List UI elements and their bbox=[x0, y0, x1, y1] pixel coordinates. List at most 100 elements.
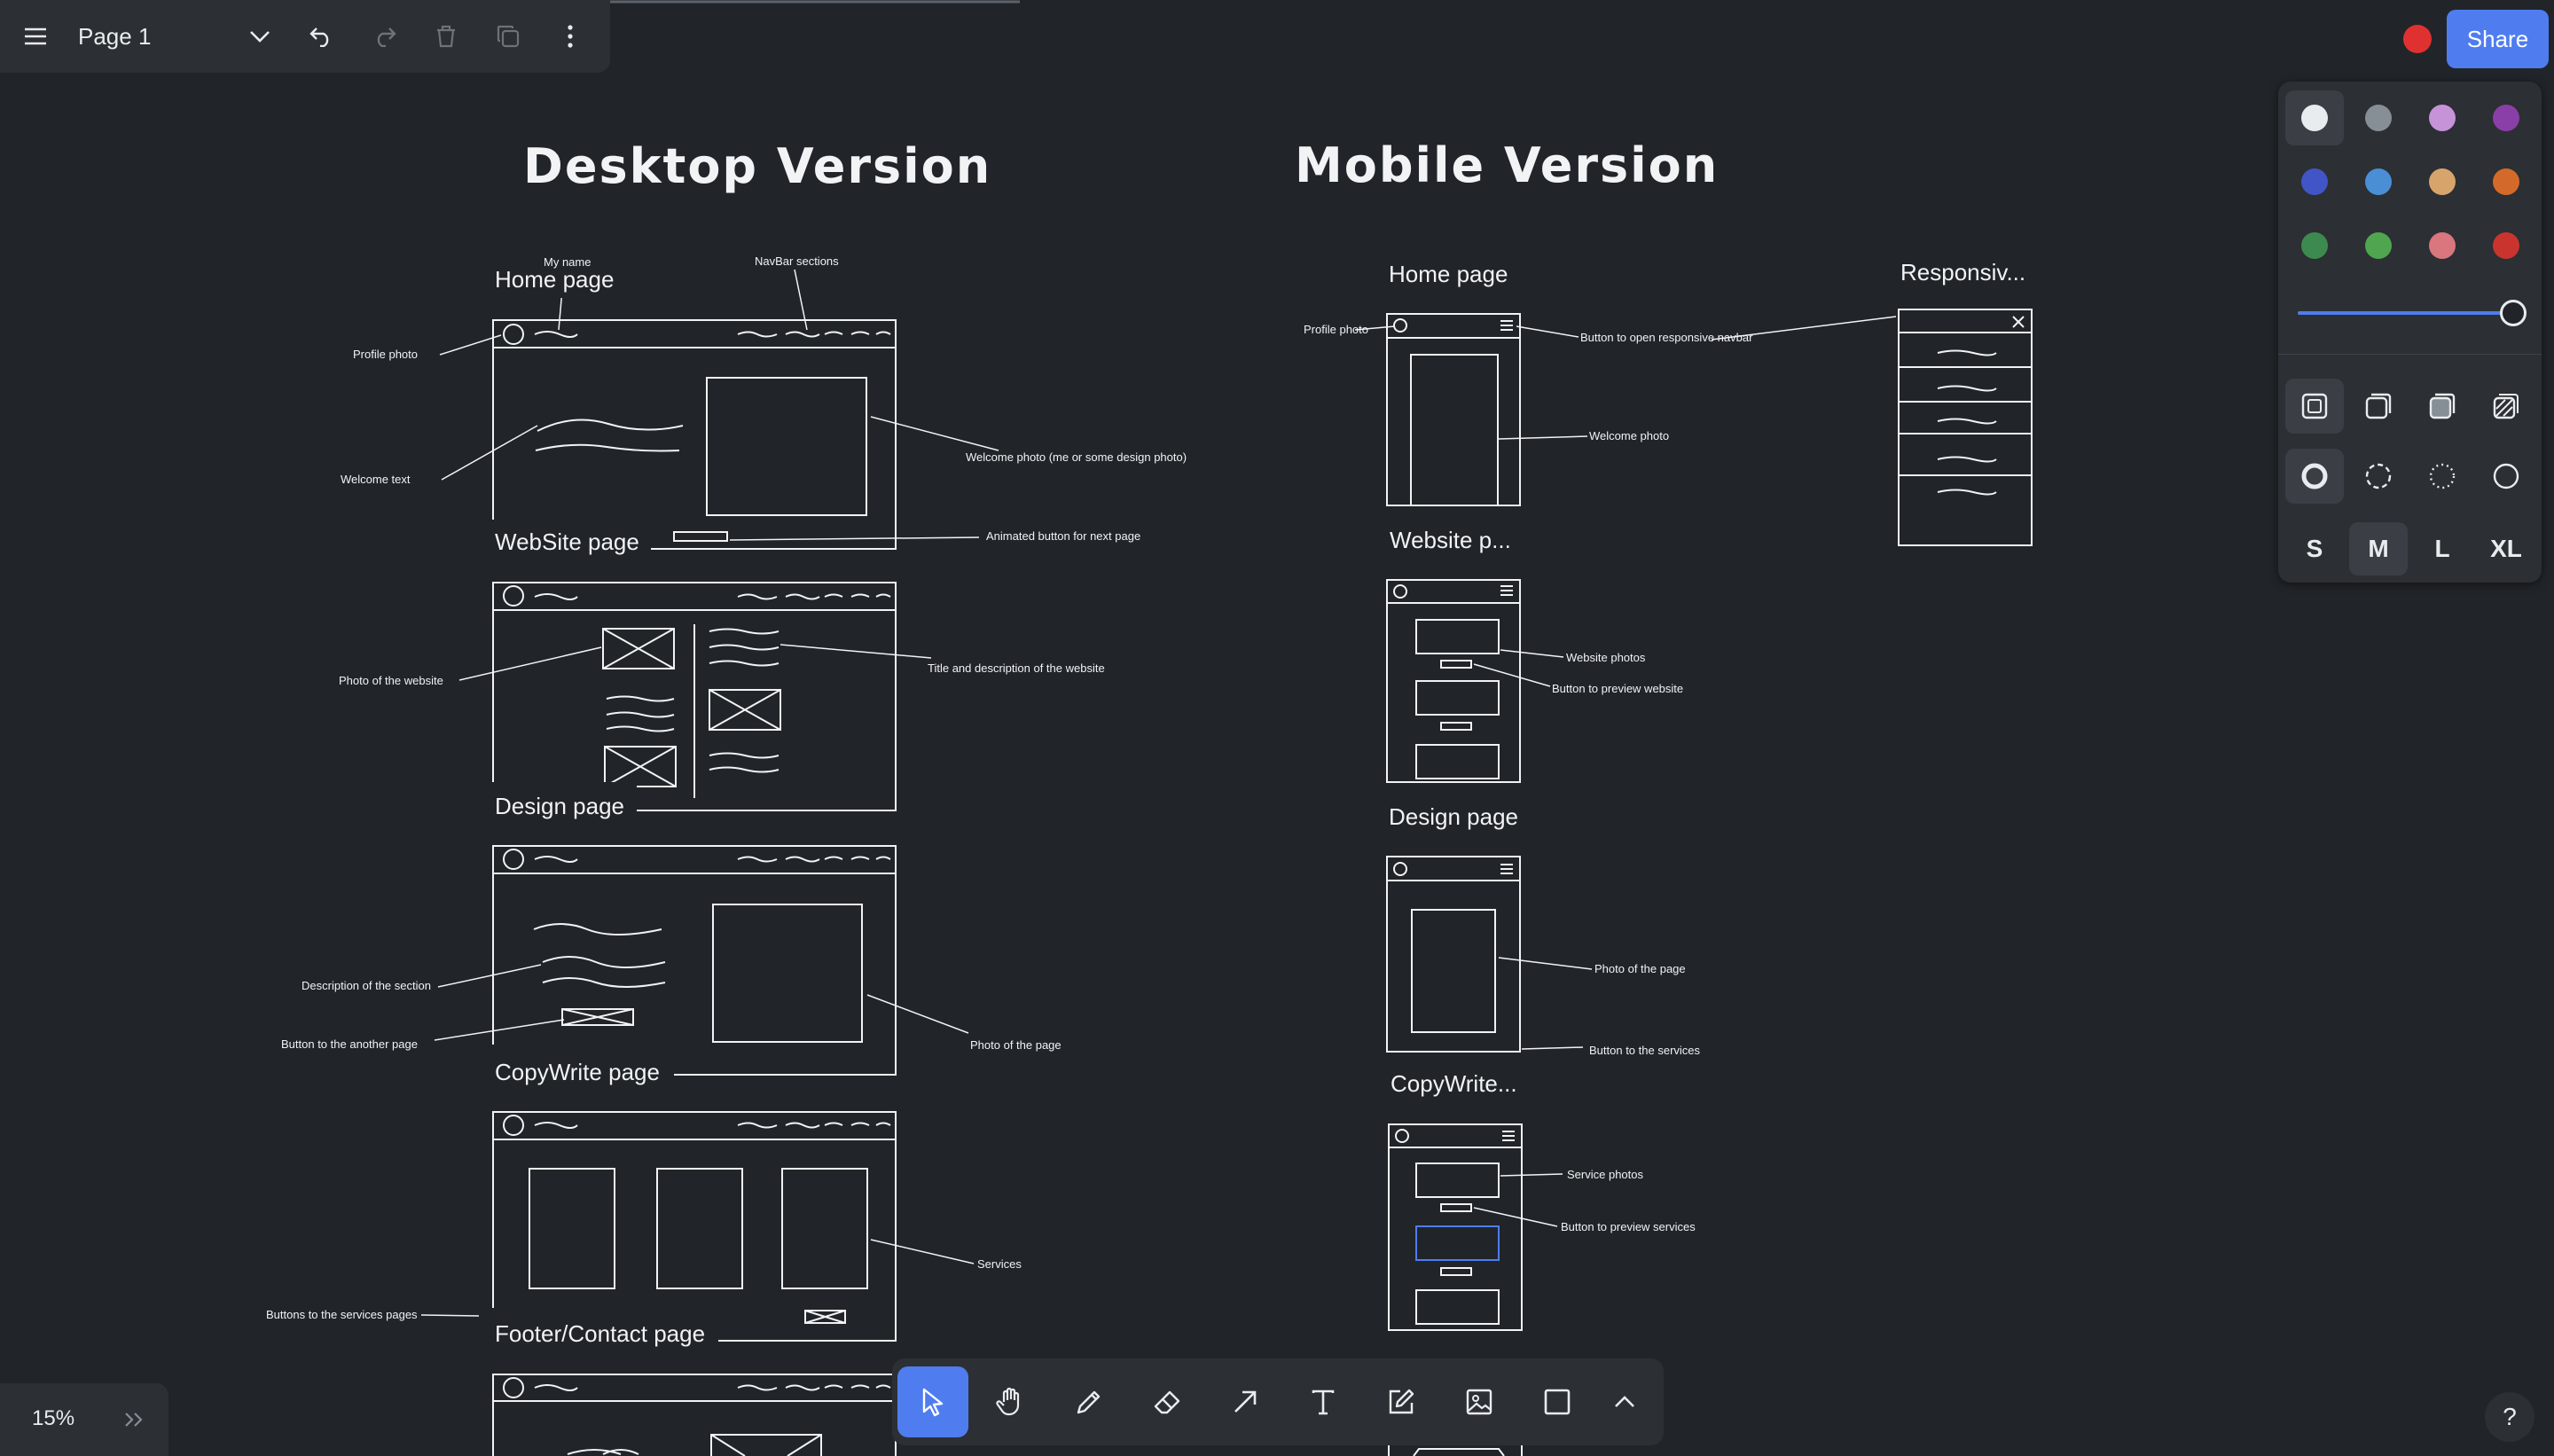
desktop-footer-frame[interactable] bbox=[492, 1374, 897, 1456]
dash-draw-icon bbox=[2301, 463, 2328, 489]
desktop-annotations: My name NavBar sections Profile photo We… bbox=[266, 254, 1187, 1321]
color-swatch-9[interactable] bbox=[2285, 218, 2344, 273]
size-s-button[interactable]: S bbox=[2306, 535, 2323, 562]
redo-button[interactable] bbox=[353, 0, 415, 73]
help-button[interactable]: ? bbox=[2485, 1392, 2534, 1442]
rectangle-icon bbox=[1544, 1389, 1571, 1415]
caption-mobile-copywrite: CopyWrite... bbox=[1391, 1070, 1517, 1097]
ann-description-section: Description of the section bbox=[302, 979, 431, 992]
note-tool-button[interactable] bbox=[1366, 1366, 1437, 1437]
color-dot bbox=[2493, 105, 2519, 131]
eraser-icon bbox=[1154, 1390, 1180, 1414]
size-xl-button[interactable]: XL bbox=[2490, 535, 2522, 562]
size-m-button[interactable]: M bbox=[2349, 522, 2408, 575]
caption-desktop-home: Home page bbox=[495, 266, 614, 293]
opacity-slider-thumb[interactable] bbox=[2500, 300, 2527, 326]
recording-indicator[interactable] bbox=[2403, 25, 2432, 53]
mobile-responsive-navbar-frame[interactable] bbox=[1898, 309, 2033, 546]
mobile-website-frame[interactable] bbox=[1386, 579, 1521, 783]
color-swatch-8[interactable] bbox=[2477, 154, 2535, 209]
main-menu-button[interactable] bbox=[0, 0, 71, 73]
draw-tool-button[interactable] bbox=[1054, 1366, 1124, 1437]
ann-my-name: My name bbox=[544, 255, 591, 269]
dash-solid-button[interactable] bbox=[2477, 449, 2535, 504]
main-toolbar bbox=[892, 1358, 1664, 1445]
eraser-tool-button[interactable] bbox=[1132, 1366, 1203, 1437]
image-icon bbox=[1466, 1389, 1492, 1415]
color-swatch-11[interactable] bbox=[2413, 218, 2472, 273]
fill-solid-button[interactable] bbox=[2413, 379, 2472, 434]
caption-mobile-design: Design page bbox=[1389, 803, 1518, 830]
desktop-website-frame[interactable] bbox=[492, 582, 897, 811]
dash-dashed-button[interactable] bbox=[2349, 449, 2408, 504]
fill-semi-icon bbox=[2365, 393, 2392, 419]
delete-button[interactable] bbox=[415, 0, 477, 73]
mobile-design-frame[interactable] bbox=[1386, 856, 1521, 1053]
page-name[interactable]: Page 1 bbox=[78, 22, 152, 50]
desktop-home-frame[interactable] bbox=[492, 319, 897, 550]
undo-button[interactable] bbox=[291, 0, 353, 73]
undo-icon bbox=[309, 27, 329, 47]
duplicate-button[interactable] bbox=[477, 0, 539, 73]
rectangle-tool-button[interactable] bbox=[1522, 1366, 1593, 1437]
opacity-slider-track bbox=[2298, 311, 2519, 315]
text-tool-button[interactable] bbox=[1288, 1366, 1359, 1437]
share-button[interactable]: Share bbox=[2447, 10, 2549, 68]
hand-tool-button[interactable] bbox=[975, 1366, 1046, 1437]
color-swatch-5[interactable] bbox=[2285, 154, 2344, 209]
color-swatch-7[interactable] bbox=[2413, 154, 2472, 209]
opacity-slider[interactable] bbox=[2298, 300, 2527, 326]
fill-solid-icon bbox=[2429, 393, 2456, 419]
more-options-button[interactable] bbox=[539, 0, 601, 73]
color-dot bbox=[2365, 105, 2392, 131]
fill-none-button[interactable] bbox=[2285, 379, 2344, 434]
ann-mobile-service-photos: Service photos bbox=[1567, 1168, 1643, 1181]
mobile-home-frame[interactable] bbox=[1386, 313, 1521, 506]
color-swatch-10[interactable] bbox=[2349, 218, 2408, 273]
ann-welcome-text: Welcome text bbox=[341, 473, 411, 486]
desktop-copywrite-frame[interactable] bbox=[492, 1111, 897, 1342]
redo-icon bbox=[377, 27, 396, 47]
color-swatch-6[interactable] bbox=[2349, 154, 2408, 209]
image-tool-button[interactable] bbox=[1444, 1366, 1515, 1437]
desktop-captions: Home page WebSite page Design page CopyW… bbox=[486, 257, 718, 1349]
select-icon bbox=[922, 1388, 944, 1417]
desktop-design-frame[interactable] bbox=[492, 845, 897, 1076]
ann-mobile-welcome-photo: Welcome photo bbox=[1589, 429, 1669, 442]
dash-dashed-icon bbox=[2365, 463, 2392, 489]
color-swatch-2[interactable] bbox=[2349, 90, 2408, 145]
dash-dotted-button[interactable] bbox=[2413, 449, 2472, 504]
select-tool-button[interactable] bbox=[897, 1366, 968, 1437]
zoom-level[interactable]: 15% bbox=[32, 1406, 75, 1430]
toggle-minimap-button[interactable] bbox=[114, 1399, 154, 1440]
color-dot bbox=[2429, 105, 2456, 131]
color-dot bbox=[2301, 105, 2328, 131]
page-menu-panel: Page 1 bbox=[0, 0, 610, 73]
ann-mobile-preview-services: Button to preview services bbox=[1561, 1220, 1696, 1233]
ann-buttons-services-pages: Buttons to the services pages bbox=[266, 1308, 418, 1321]
dash-draw-button[interactable] bbox=[2285, 449, 2344, 504]
ann-welcome-photo: Welcome photo (me or some design photo) bbox=[966, 450, 1187, 464]
more-vertical-icon bbox=[568, 25, 573, 48]
ann-mobile-preview-website: Button to preview website bbox=[1552, 682, 1683, 695]
heading-desktop-version: Desktop Version bbox=[523, 138, 991, 194]
fill-pattern-button[interactable] bbox=[2477, 379, 2535, 434]
color-swatch-4[interactable] bbox=[2477, 90, 2535, 145]
caption-mobile-home: Home page bbox=[1389, 261, 1508, 287]
mobile-copywrite-frame[interactable] bbox=[1388, 1123, 1523, 1331]
caption-desktop-footer: Footer/Contact page bbox=[495, 1320, 705, 1347]
color-swatch-12[interactable] bbox=[2477, 218, 2535, 273]
page-dropdown-button[interactable] bbox=[229, 0, 291, 73]
color-dot bbox=[2301, 232, 2328, 259]
color-swatch-1[interactable] bbox=[2285, 90, 2344, 145]
arrow-tool-button[interactable] bbox=[1210, 1366, 1281, 1437]
fill-semi-button[interactable] bbox=[2349, 379, 2408, 434]
size-l-button[interactable]: L bbox=[2434, 535, 2450, 562]
ann-profile-photo: Profile photo bbox=[353, 348, 418, 361]
color-dot bbox=[2365, 168, 2392, 195]
chevron-up-icon bbox=[1615, 1396, 1634, 1407]
more-tools-button[interactable] bbox=[1589, 1366, 1660, 1437]
color-swatch-3[interactable] bbox=[2413, 90, 2472, 145]
caption-desktop-website: WebSite page bbox=[495, 528, 639, 555]
